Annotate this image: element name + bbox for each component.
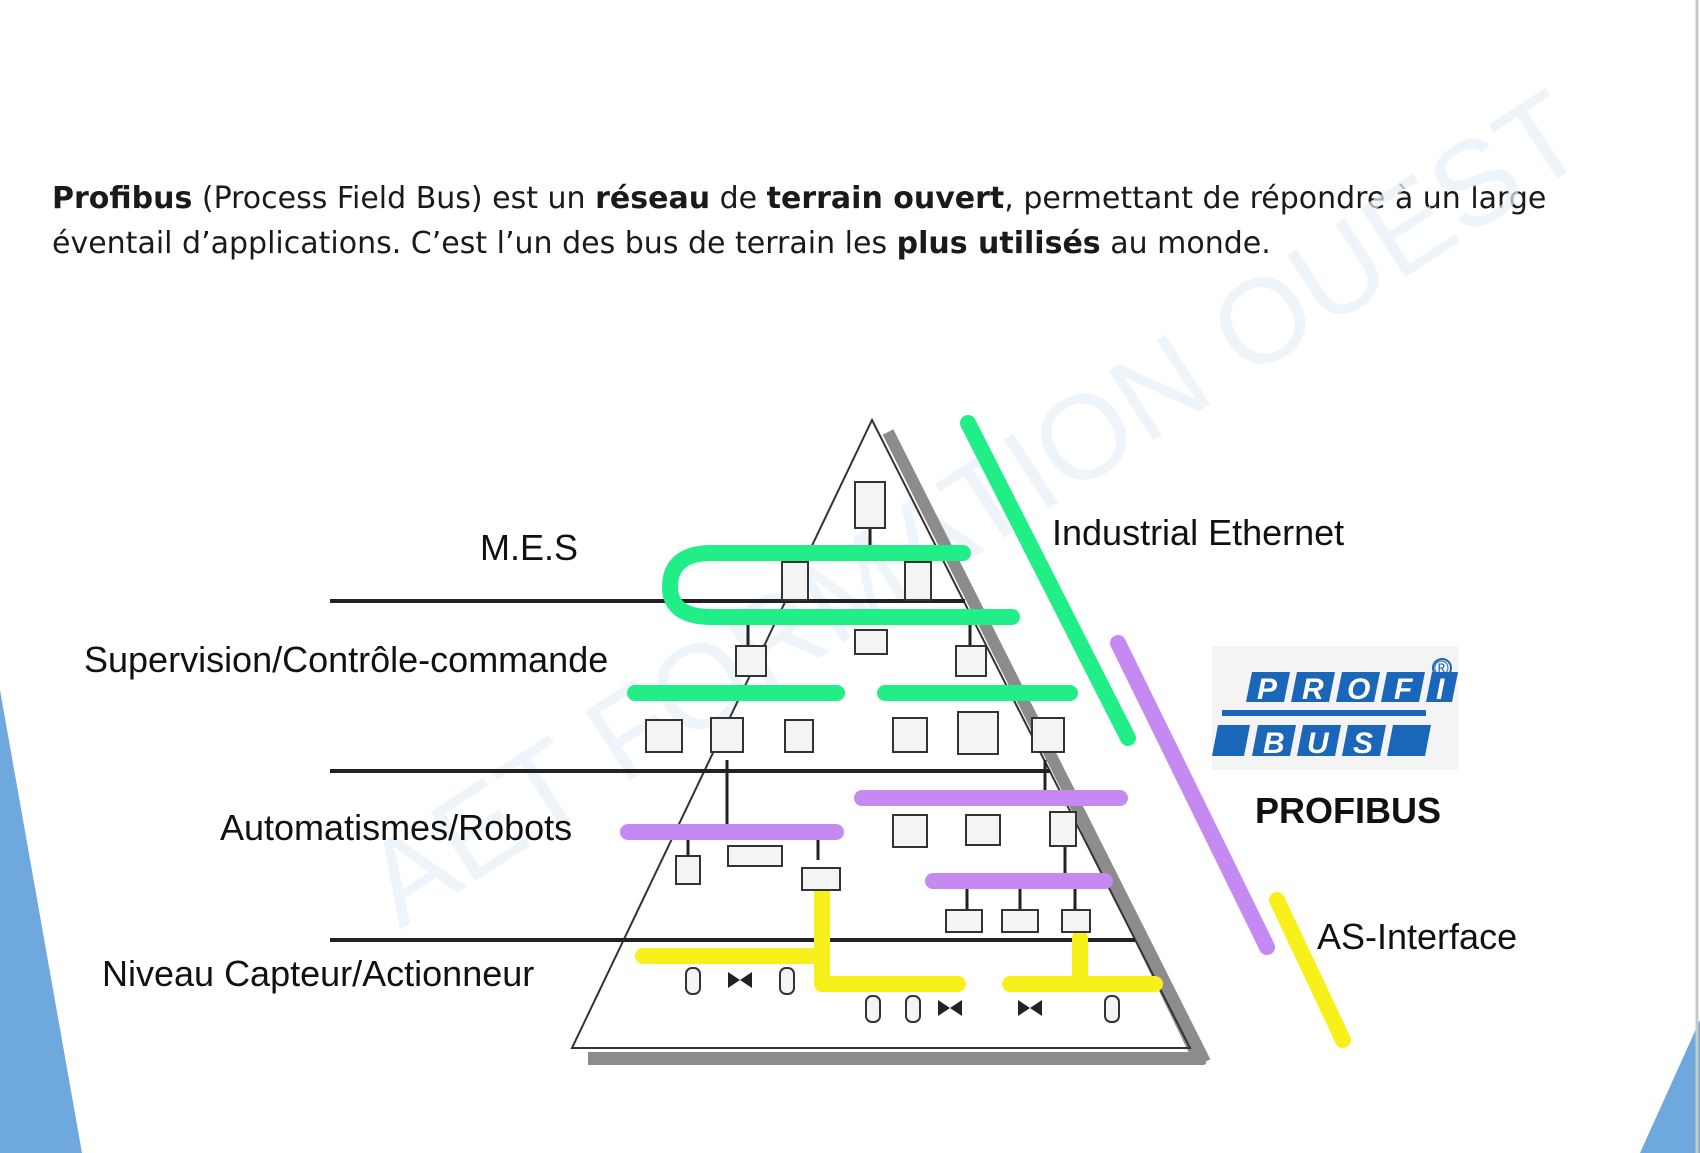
intro-paragraph: Profibus (Process Field Bus) est un rése… [52,176,1612,266]
intro-bold-profibus: Profibus [52,181,193,216]
logo-letter: P [1257,673,1278,706]
sensor-device-icon [1104,995,1120,1023]
drive-device-icon [727,845,783,867]
logo-letter: B [1263,727,1285,760]
profibus-logo: P R O F I B U S ® [1212,646,1458,770]
server-device-icon [854,481,886,529]
actuator-icons [728,972,1042,1016]
logo-letter: O [1347,673,1370,706]
actuator-valve-icon [1030,1000,1042,1016]
io-device-icon [945,909,983,933]
plc-device-icon [1049,811,1077,847]
logo-letter: S [1353,727,1373,760]
level-label-sensor: Niveau Capteur/Actionneur [102,953,534,994]
devices [645,481,1120,1023]
actuator-valve-icon [1018,1000,1030,1016]
valve-device-icon [675,855,701,885]
intro-bold-plus-utilises: plus utilisés [896,226,1101,261]
robot-device-icon [784,719,814,753]
cpu-device-icon [904,561,932,601]
sensor-device-icon [685,967,701,995]
logo-letter: U [1307,727,1330,760]
profibus-bus [620,635,1275,955]
sensor-device-icon [779,967,795,995]
sensor-device-icon [865,995,881,1023]
intro-text-1: (Process Field Bus) est un [192,181,596,216]
plc-device-icon [735,645,767,677]
intro-text-3: , permettant de répondre à un large éven… [52,181,1547,261]
level-label-automation: Automatismes/Robots [220,807,572,848]
network-label-asi: AS-Interface [1317,916,1517,957]
left-side-accent [0,690,82,1153]
io-device-icon [1001,909,1039,933]
intro-bold-reseau: réseau [595,181,711,216]
actuator-valve-icon [938,1000,950,1016]
cpu-device-icon [781,561,809,601]
plc-device-icon [892,717,928,753]
level-label-supervision: Supervision/Contrôle-commande [84,639,608,680]
network-label-ethernet: Industrial Ethernet [1052,512,1344,553]
plc-device-icon [892,814,928,848]
machine-device-icon [957,711,999,755]
right-side-accent [1640,1020,1700,1153]
io-device-icon [1061,909,1091,933]
monitor-device-icon [854,629,888,655]
logo-letter: F [1394,673,1413,706]
plc-device-icon [955,645,987,677]
logo-letter: R [1302,673,1324,706]
plc-device-icon [1031,717,1065,753]
logo-letter: I [1436,673,1445,706]
logo-registered-mark: ® [1434,658,1449,680]
panel-device-icon [645,719,683,753]
network-label-profibus: PROFIBUS [1255,790,1441,831]
monitor-device-icon [965,814,1001,846]
asi-bus [635,872,1351,1048]
intro-bold-terrain: terrain ouvert [766,181,1005,216]
io-device-icon [801,867,841,891]
pyramid-shadow-base [588,1052,1206,1064]
sensor-device-icon [905,995,921,1023]
intro-text-2: de [710,181,767,216]
actuator-valve-icon [740,972,752,988]
intro-text-4: au monde. [1100,226,1271,261]
level-label-mes: M.E.S [480,527,578,568]
actuator-valve-icon [950,1000,962,1016]
actuator-valve-icon [728,972,740,988]
plc-device-icon [710,717,744,753]
ethernet-bus [627,415,1136,746]
